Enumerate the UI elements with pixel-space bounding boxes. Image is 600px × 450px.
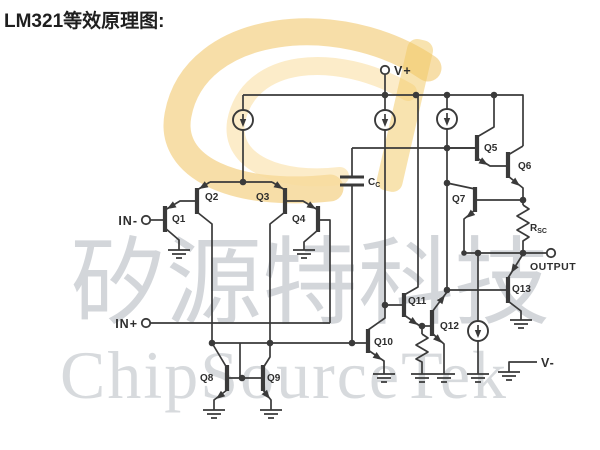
page-title: LM321等效原理图: [4,9,164,32]
q5-label: Q5 [484,143,498,154]
output-terminal [545,247,557,259]
q1-arrow [167,201,177,209]
swoosh-inner [226,57,417,187]
q10-label: Q10 [374,337,393,348]
emitter-arrows [167,157,520,399]
q3-collector-wire [269,211,286,343]
q7-collector-wire [446,182,476,190]
ground-resistor [411,373,433,383]
transistor-bars [162,135,511,391]
watermark-chinese: 矽源特科技 [70,230,550,337]
vplus-rail [243,94,524,146]
q12-label: Q12 [440,321,459,332]
terminals [140,64,557,329]
q9-label: Q9 [267,373,281,384]
q1-collector-wire [164,227,180,250]
ground-q12 [433,373,455,383]
in-plus-terminal [140,317,152,329]
current-source-1-icon [232,109,254,131]
current-source-2-icon [374,109,396,131]
current-source-3-icon [436,108,458,130]
q2-collector-wire [196,211,213,343]
q1-label: Q1 [172,214,186,225]
in-minus-terminal [140,214,152,226]
q9-collector-wire [262,343,271,369]
q7-label: Q7 [452,194,466,205]
in-minus-label: IN- [118,214,138,228]
q11-collector-wire [403,95,419,296]
q4-label: Q4 [292,214,306,225]
q3-label: Q3 [256,192,270,203]
q13-arrow [511,263,519,273]
q3-arrow [273,181,283,189]
vplus-label: V+ [394,64,412,78]
q2-label: Q2 [205,192,219,203]
junction-dots [208,91,527,382]
q12-emitter-arrow [433,334,442,343]
ground-vminus [498,371,520,381]
vplus-terminal [379,64,391,76]
q4-collector-wire [303,229,319,250]
swoosh-bar [376,39,433,192]
labels: V+ IN- IN+ OUTPUT V- Q1 Q2 Q3 Q4 Q5 Q6 Q… [115,64,576,384]
vminus-wire [508,361,537,372]
rsc-label: RSC [530,223,547,235]
ground-q4 [293,249,315,259]
vminus-label: V- [541,356,555,370]
q10-collector-wire [367,305,386,331]
ground-q9 [260,409,282,419]
q8-label: Q8 [200,373,214,384]
q9-arrow [261,389,270,399]
q5-arrow [478,157,488,165]
ground-cs4 [467,373,489,383]
ground-q10 [373,373,395,383]
current-sources [232,108,489,342]
ground-q1 [168,249,190,259]
current-source-4-icon [467,320,489,342]
in-plus-label: IN+ [115,317,138,331]
ground-q13 [510,319,532,329]
rsc-resistor [516,204,530,253]
watermark-logo [163,18,442,204]
q11-label: Q11 [408,296,427,307]
q13-label: Q13 [512,284,531,295]
capacitor-cc [340,175,364,187]
q7-arrow [466,209,476,218]
output-label: OUTPUT [530,261,576,273]
ground-symbols [168,249,532,419]
watermark-english: ChipSourceTek [60,337,508,413]
q4-base-wire [318,219,331,323]
q13-emitter-wire [507,300,522,320]
q12-collector-arrow [436,295,445,305]
q6-arrow [510,177,520,186]
q8-collector-wire [211,342,228,369]
q6-label: Q6 [518,161,532,172]
q10-arrow [372,351,382,360]
q10-emitter-wire [367,349,385,374]
q11-arrow [408,316,418,325]
cc-label: CC [368,177,380,189]
q5-collector-wire [476,95,495,138]
q4-arrow [306,201,316,209]
q6-collector-wire [507,145,524,156]
ground-q8 [203,409,225,419]
q2-arrow [199,181,209,189]
q8-arrow [216,390,226,399]
